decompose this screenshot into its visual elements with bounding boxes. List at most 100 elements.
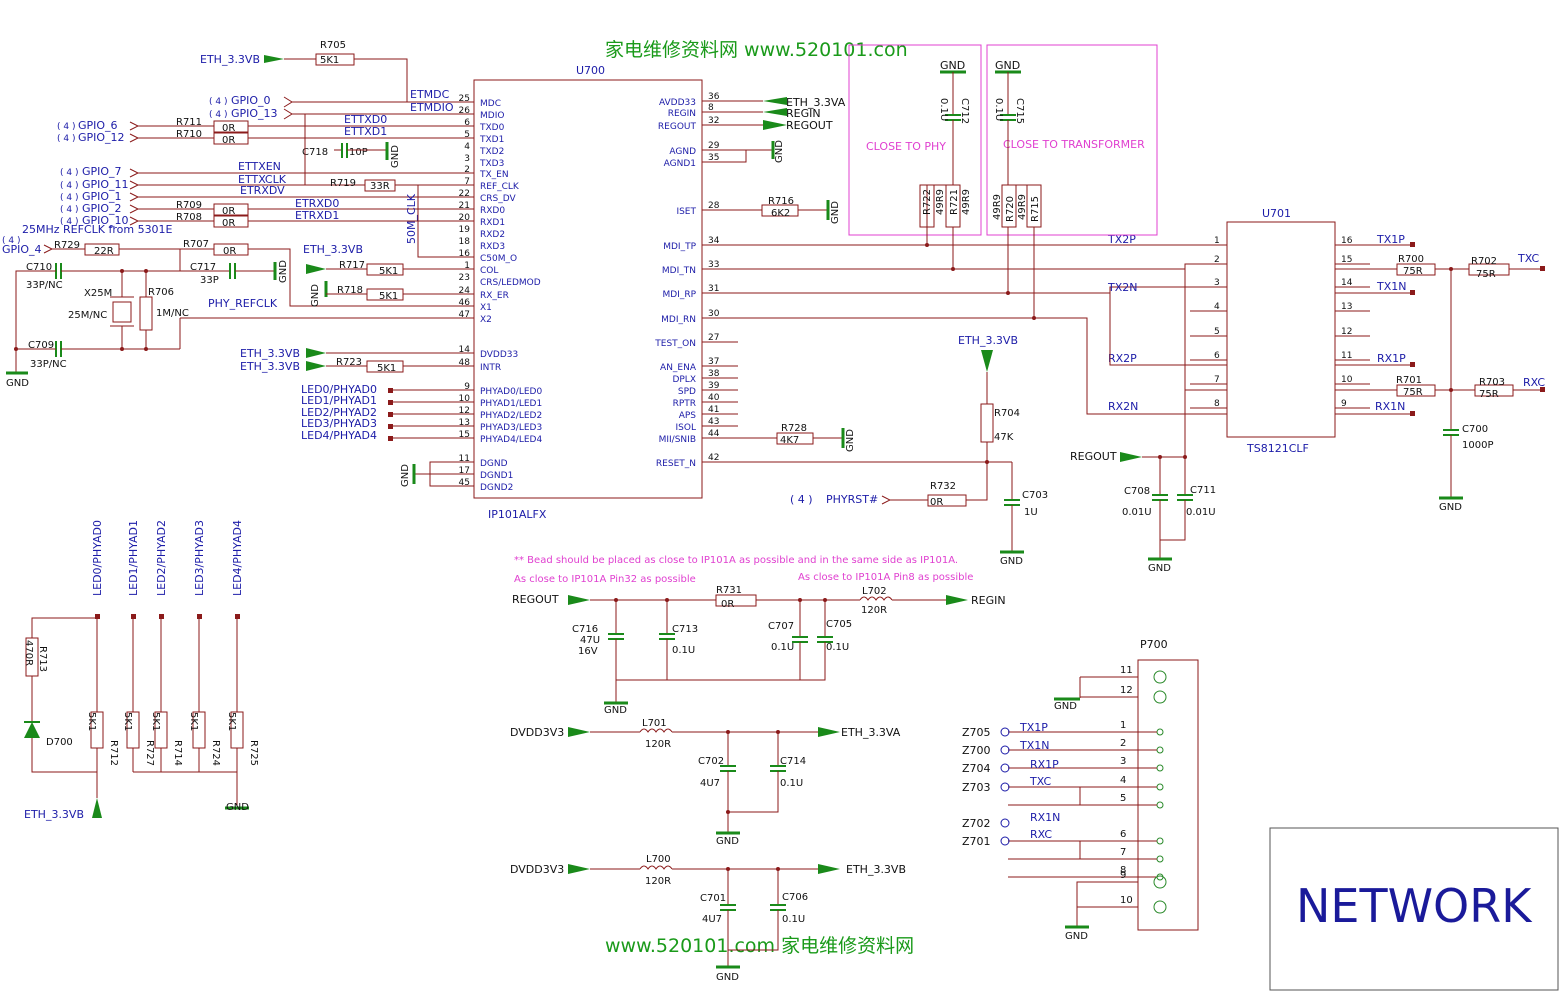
r710-ref: R710: [176, 129, 202, 140]
eth33vb-label-2: ETH_3.3VB: [303, 243, 363, 256]
phyrst-tag: ( 4 ): [790, 493, 813, 506]
led0-label: LED0/PHYAD0: [301, 383, 377, 396]
led-res-ref: R727: [144, 740, 155, 766]
r721-ref: R721: [949, 189, 960, 215]
u700-pin-num: 24: [459, 286, 471, 296]
r703-val: 75R: [1479, 389, 1499, 400]
gnd-r718: GND: [310, 284, 321, 307]
c714-ref: C714: [780, 756, 806, 767]
c702-ref: C702: [698, 756, 724, 767]
close-phy-box: [848, 44, 982, 236]
etrxd0-label: ETRXD0: [295, 197, 339, 210]
c712-ref: C712: [959, 98, 970, 124]
d700-ref: D700: [46, 737, 73, 748]
p700-pin-num: 10: [1120, 895, 1133, 906]
x25m-val: 25M/NC: [68, 310, 107, 321]
r722-val: 49R9: [935, 189, 946, 215]
gpio4-label: GPIO_4: [2, 243, 42, 256]
close-tr-note: CLOSE TO TRANSFORMER: [1003, 138, 1145, 151]
u700-pin-name: MDI_RP: [662, 290, 696, 300]
rx1n-label: RX1N: [1375, 400, 1405, 413]
gnd-c703: GND: [1000, 556, 1023, 567]
u700-pin-num: 11: [459, 454, 470, 464]
u700-pin-num: 8: [708, 103, 714, 113]
gnd-c716: GND: [604, 705, 627, 716]
zpoint-label: Z700: [962, 744, 991, 757]
u700-pin-name: MII/SNIB: [659, 435, 696, 445]
u700-pin-num: 47: [459, 310, 470, 320]
u700-pin-name: RPTR: [673, 399, 696, 409]
u701-pin-num: 11: [1341, 351, 1352, 361]
u701-pin-num: 12: [1341, 327, 1352, 337]
rxc-label-1: RXC: [1523, 376, 1545, 389]
u700-pin-name: RX_ER: [480, 291, 509, 301]
u700-pin-name: TXD0: [479, 123, 505, 133]
gnd-p700-bot: GND: [1065, 931, 1088, 942]
u701-pin-num: 13: [1341, 302, 1352, 312]
ettxd1-label: ETTXD1: [344, 125, 387, 138]
u700-pin-name: MDI_TP: [663, 242, 696, 252]
u700-pin-num: 14: [459, 345, 471, 355]
u700-pin-name: COL: [480, 266, 498, 276]
u701-pin-num: 16: [1341, 236, 1353, 246]
p700-pin-num: 5: [1120, 793, 1126, 804]
tx1p-label: TX1P: [1376, 233, 1405, 246]
gnd-r728: GND: [845, 429, 856, 452]
c705-val: 0.1U: [826, 642, 849, 653]
led-res-val: 5K1: [150, 712, 161, 731]
c713-val: 0.1U: [672, 645, 695, 656]
zpoint-label: Z701: [962, 835, 991, 848]
c700-ref: C700: [1462, 424, 1488, 435]
p700-pin-num: 2: [1120, 738, 1126, 749]
u701-pin-num: 2: [1214, 255, 1220, 265]
r732-ref: R732: [930, 481, 956, 492]
c712-val: 0.1U: [938, 98, 949, 121]
c705-ref: C705: [826, 619, 852, 630]
c709-val: 33P/NC: [30, 359, 67, 370]
c713-ref: C713: [672, 624, 698, 635]
gpio10-tag: ( 4 ): [60, 217, 78, 227]
r720-ref: R720: [1005, 196, 1016, 222]
gpio6-label: GPIO_6: [78, 119, 118, 132]
u700-pin-name: C50M_O: [480, 254, 517, 264]
gnd-c700: GND: [1439, 502, 1462, 513]
u700-pin-name: MDI_RN: [661, 315, 696, 325]
l701-val: 120R: [645, 739, 671, 750]
u700-pin-num: 43: [708, 417, 719, 427]
x25m-ref: X25M: [84, 288, 112, 299]
r708-ref: R708: [176, 212, 202, 223]
led-net-label: LED2/PHYAD2: [155, 520, 168, 596]
u700-pin-name: CRS/LEDMOD: [480, 278, 541, 288]
u700-pin-name: AN_ENA: [660, 363, 697, 373]
c708-val: 0.01U: [1122, 507, 1152, 518]
r716-ref: R716: [768, 196, 794, 207]
ettxd0-label: ETTXD0: [344, 113, 387, 126]
r703-ref: R703: [1479, 377, 1505, 388]
c701-ref: C701: [700, 893, 726, 904]
gpio12-label: GPIO_12: [78, 131, 125, 144]
u701-pin-num: 6: [1214, 351, 1220, 361]
c715-val: 0.1U: [993, 98, 1004, 121]
u701-pin-num: 7: [1214, 375, 1220, 385]
led-net-label: LED0/PHYAD0: [91, 520, 104, 596]
c703-val: 1U: [1024, 507, 1038, 518]
tx2n-label: TX2N: [1107, 281, 1137, 294]
pin32-note: As close to IP101A Pin32 as possible: [514, 574, 696, 585]
u700-pin-name: AVDD33: [659, 98, 696, 108]
gpio6-tag: ( 4 ): [57, 122, 75, 132]
u700-pin-num: 41: [708, 405, 719, 415]
r707-val: 0R: [223, 246, 236, 257]
u700-pin-num: 2: [464, 165, 470, 175]
r709-ref: R709: [176, 200, 202, 211]
u700-pin-name: REF_CLK: [480, 182, 520, 192]
u700-pin-num: 15: [459, 430, 470, 440]
r709-val: 0R: [222, 206, 235, 217]
gpio10-label: GPIO_10: [82, 214, 129, 227]
c716-ref: C716: [572, 624, 598, 635]
c718-val: 10P: [349, 147, 368, 158]
gnd-led: GND: [226, 802, 249, 813]
regin-label-1: REGIN: [786, 107, 821, 120]
r715-ref: R715: [1030, 196, 1041, 222]
